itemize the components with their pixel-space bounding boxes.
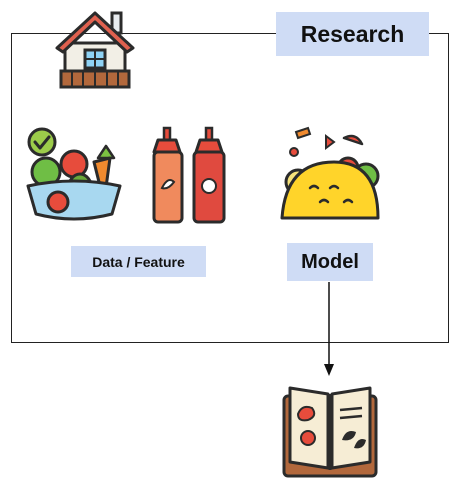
- house-icon: [55, 8, 135, 90]
- recipe-book-icon: [280, 382, 380, 482]
- research-label: Research: [276, 12, 429, 56]
- sauce-bottles-icon: [150, 126, 230, 226]
- vegetable-basket-icon: [24, 127, 124, 224]
- data-feature-label: Data / Feature: [71, 246, 206, 277]
- taco-icon: [274, 126, 386, 226]
- model-label: Model: [287, 243, 373, 281]
- research-frame: [11, 33, 449, 343]
